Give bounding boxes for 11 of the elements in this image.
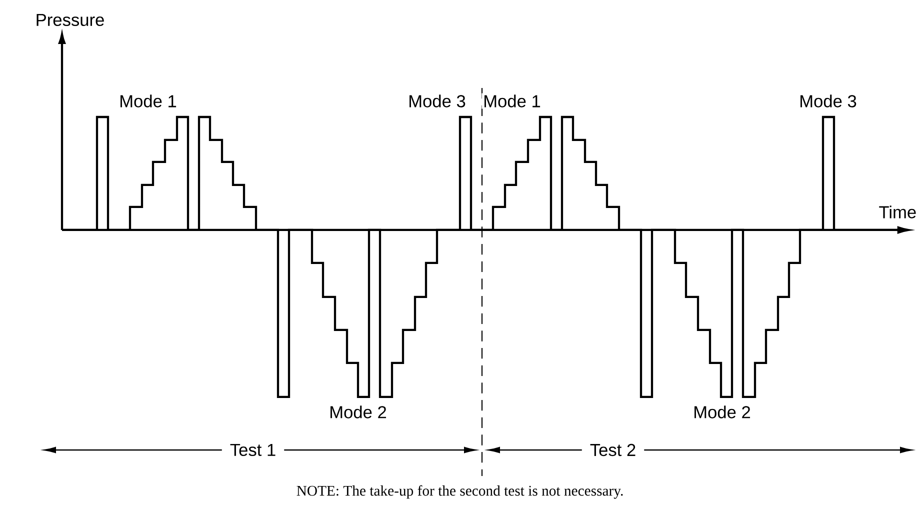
- mode-label: Mode 3: [798, 93, 858, 109]
- axis-label: Pressure: [36, 14, 104, 26]
- test-label: Test 2: [582, 442, 644, 458]
- mode-label: Mode 3: [406, 93, 468, 109]
- mode-label: Mode 2: [692, 404, 752, 420]
- caption: NOTE: The take-up for the second test is not necessary.: [296, 485, 623, 499]
- mode-label: Mode 2: [328, 404, 388, 420]
- test-label: Test 1: [222, 442, 284, 458]
- axis-label: Time: [879, 206, 916, 218]
- mode-label: Mode 1: [118, 93, 178, 109]
- mode-label: Mode 1: [482, 93, 542, 109]
